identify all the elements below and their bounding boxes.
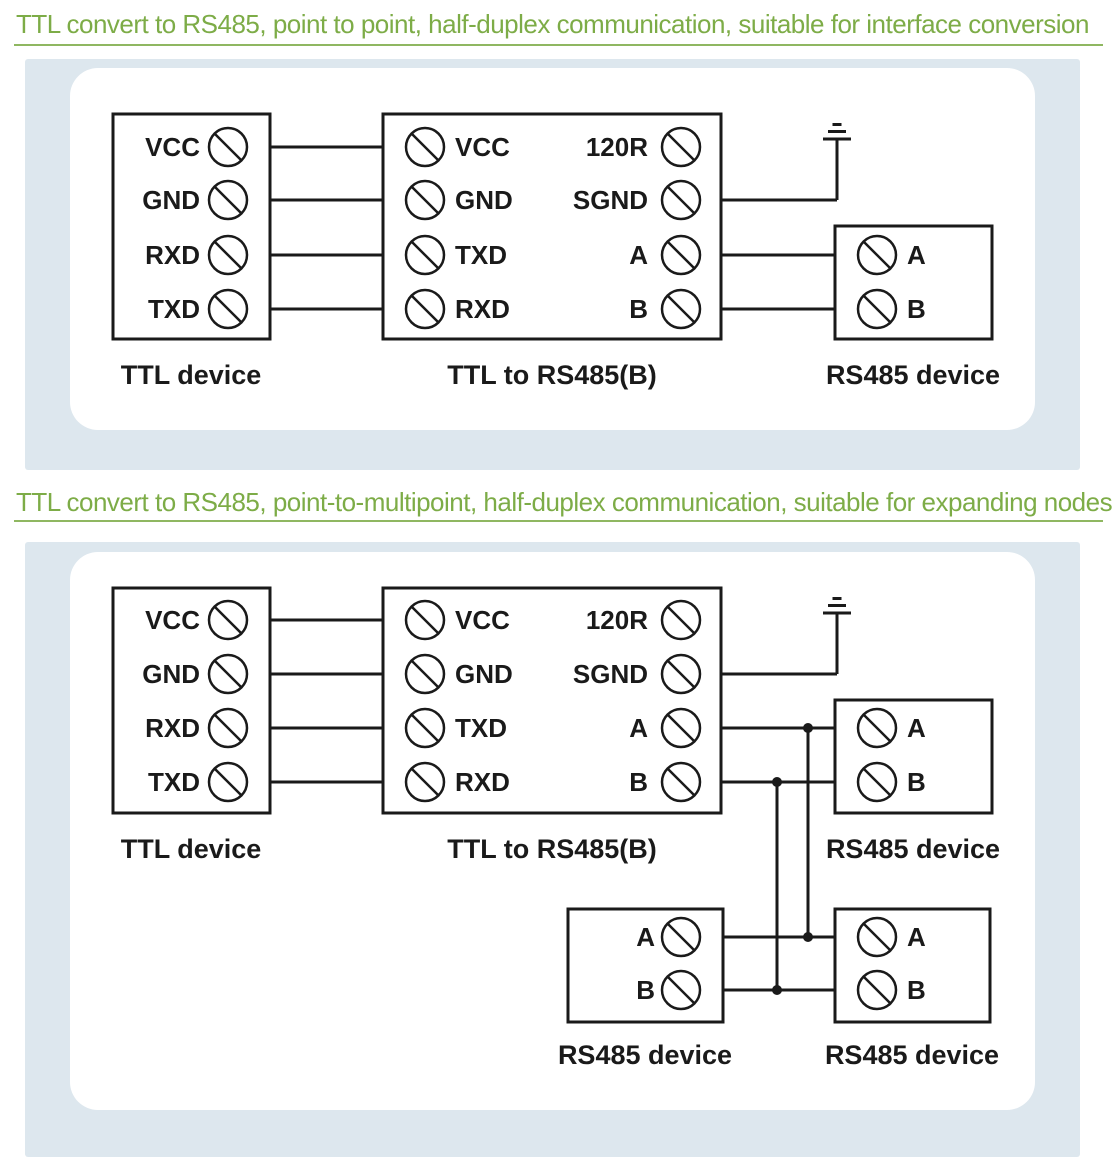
terminal-label: TXD (148, 767, 200, 797)
section2-heading: TTL convert to RS485, point-to-multipoin… (16, 487, 1113, 517)
converter-caption: TTL to RS485(B) (447, 834, 657, 864)
terminal-label: B (629, 294, 648, 324)
screw-terminal-icon (404, 599, 446, 641)
screw-terminal-icon (404, 707, 446, 749)
screw-terminal-icon (207, 288, 249, 330)
terminal-label: TXD (455, 713, 507, 743)
screw-terminal-icon (404, 288, 446, 330)
terminal-label: A (636, 922, 655, 952)
terminal-label: A (629, 240, 648, 270)
terminal-label: SGND (573, 185, 648, 215)
section2-diagram-card: VCC GND RXD TXD VCC GND TXD RXD 120R SGN… (70, 552, 1035, 1110)
wire-junction-dot (803, 932, 813, 942)
screw-terminal-icon (856, 916, 898, 958)
terminal-label: RXD (145, 713, 200, 743)
screw-terminal-icon (207, 653, 249, 695)
screw-terminal-icon (404, 179, 446, 221)
terminal-label: GND (455, 185, 513, 215)
screw-terminal-icon (404, 126, 446, 168)
terminal-label: RXD (455, 767, 510, 797)
screw-terminal-icon (856, 969, 898, 1011)
terminal-label: A (629, 713, 648, 743)
screw-terminal-icon (660, 707, 702, 749)
terminal-label: A (907, 713, 926, 743)
terminal-label: GND (142, 659, 200, 689)
terminal-label: RXD (455, 294, 510, 324)
screw-terminal-icon (660, 179, 702, 221)
screw-terminal-icon (207, 761, 249, 803)
terminal-label: VCC (455, 605, 510, 635)
section1-heading: TTL convert to RS485, point to point, ha… (16, 9, 1089, 39)
wire-junction-dot (772, 777, 782, 787)
screw-terminal-icon (856, 761, 898, 803)
terminal-label: B (907, 975, 926, 1005)
rs485-device-caption: RS485 device (825, 1040, 999, 1070)
screw-terminal-icon (660, 761, 702, 803)
terminal-label: 120R (586, 605, 648, 635)
terminal-label: VCC (455, 132, 510, 162)
screw-terminal-icon (404, 234, 446, 276)
terminal-label: VCC (145, 132, 200, 162)
screw-terminal-icon (660, 969, 702, 1011)
terminal-label: GND (142, 185, 200, 215)
terminal-label: VCC (145, 605, 200, 635)
terminal-label: B (907, 294, 926, 324)
screw-terminal-icon (660, 234, 702, 276)
screw-terminal-icon (404, 761, 446, 803)
terminal-label: GND (455, 659, 513, 689)
terminal-label: B (629, 767, 648, 797)
terminal-label: SGND (573, 659, 648, 689)
screw-terminal-icon (856, 707, 898, 749)
terminal-label: RXD (145, 240, 200, 270)
terminal-label: 120R (586, 132, 648, 162)
screw-terminal-icon (207, 707, 249, 749)
earth-ground-icon (821, 597, 853, 676)
terminal-label: B (636, 975, 655, 1005)
screw-terminal-icon (404, 653, 446, 695)
wire-junction-dot (803, 723, 813, 733)
screw-terminal-icon (660, 916, 702, 958)
rs485-device-caption: RS485 device (826, 834, 1000, 864)
point-to-multipoint-wiring-diagram: VCC GND RXD TXD VCC GND TXD RXD 120R SGN… (111, 586, 1000, 1070)
screw-terminal-icon (856, 234, 898, 276)
screw-terminal-icon (207, 179, 249, 221)
screw-terminal-icon (207, 234, 249, 276)
screw-terminal-icon (207, 599, 249, 641)
terminal-label: TXD (455, 240, 507, 270)
screw-terminal-icon (660, 288, 702, 330)
screw-terminal-icon (207, 126, 249, 168)
section1-diagram-card: VCC GND RXD TXD VCC GND TXD RXD 120R SGN… (70, 68, 1035, 430)
rs485-device-caption: RS485 device (558, 1040, 732, 1070)
point-to-point-wiring-diagram: VCC GND RXD TXD VCC GND TXD RXD 120R SGN… (111, 112, 1000, 390)
terminal-label: A (907, 922, 926, 952)
rs485-device-caption: RS485 device (826, 360, 1000, 390)
earth-ground-icon (821, 123, 853, 202)
ttl-device-caption: TTL device (121, 360, 262, 390)
ttl-device-caption: TTL device (121, 834, 262, 864)
converter-caption: TTL to RS485(B) (447, 360, 657, 390)
terminal-label: B (907, 767, 926, 797)
section2-heading-underline (14, 520, 1103, 522)
terminal-label: A (907, 240, 926, 270)
screw-terminal-icon (660, 599, 702, 641)
screw-terminal-icon (660, 653, 702, 695)
terminal-label: TXD (148, 294, 200, 324)
screw-terminal-icon (856, 288, 898, 330)
section1-heading-underline (14, 44, 1103, 46)
wire-junction-dot (772, 985, 782, 995)
screw-terminal-icon (660, 126, 702, 168)
